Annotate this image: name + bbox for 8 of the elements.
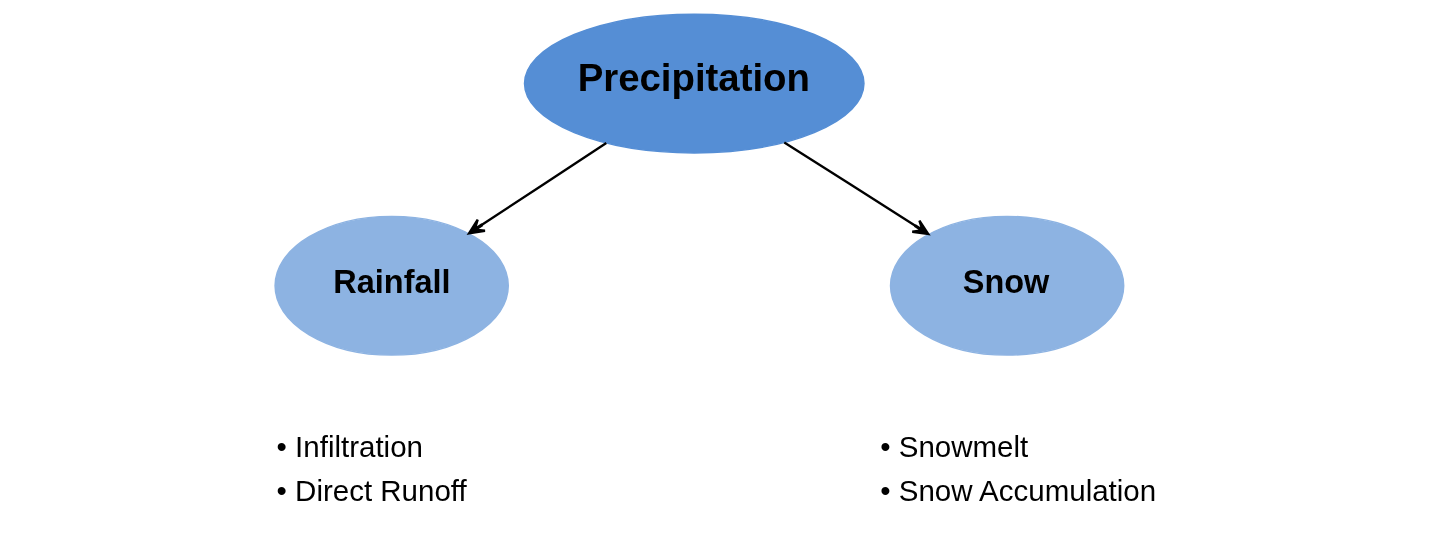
node-ellipse: Snow bbox=[889, 215, 1124, 356]
node-label: • Infiltration bbox=[276, 429, 423, 463]
node-label: • Snowmelt bbox=[879, 429, 1028, 463]
node-label: • Snow Accumulation bbox=[879, 474, 1156, 508]
arrow bbox=[783, 141, 929, 236]
arrow bbox=[467, 141, 607, 235]
node-label: • Direct Runoff bbox=[276, 474, 467, 508]
node-ellipse: Precipitation bbox=[523, 13, 865, 154]
